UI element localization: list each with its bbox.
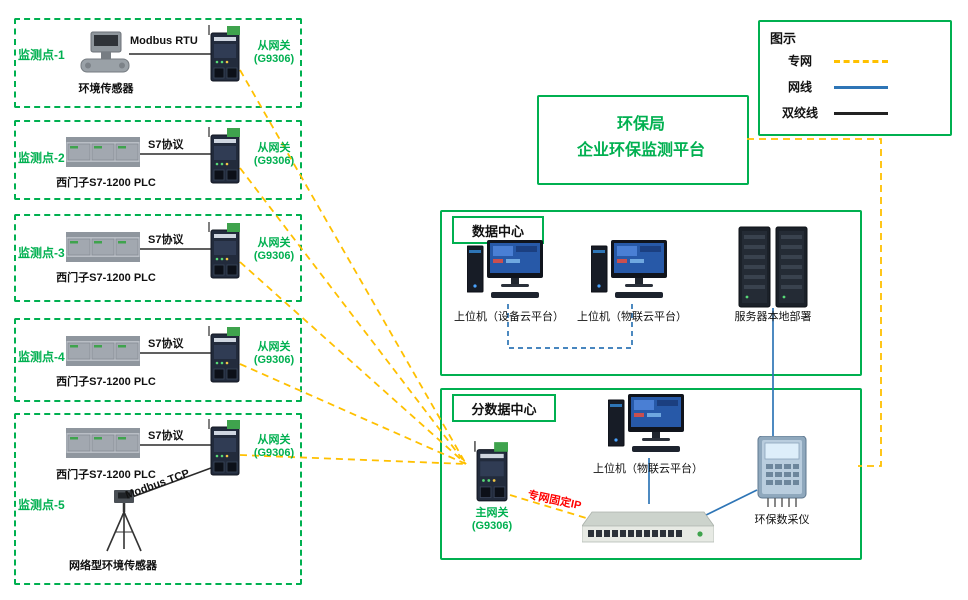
platform-title-line1: 环保局 — [616, 116, 665, 133]
mp2-name: 监测点-2 — [18, 151, 65, 165]
mp2-gateway-line1: 从网关 — [257, 142, 291, 154]
legend-item-twisted-pair-label: 双绞线 — [781, 106, 818, 120]
data-center-title: 数据中心 — [452, 216, 544, 244]
legend-box — [758, 20, 952, 136]
mp5-protocol-label: S7协议 — [148, 430, 184, 442]
mp5-gateway-label: 从网关 (G9306) — [242, 434, 306, 460]
mp3-name: 监测点-3 — [18, 246, 65, 260]
mp1-gateway-line2: (G9306) — [253, 53, 295, 65]
mp3-gateway-line2: (G9306) — [253, 250, 295, 262]
main-gateway-line2: (G9306) — [471, 520, 513, 532]
dc-node3-label: 服务器本地部署 — [734, 311, 812, 323]
mp4-gateway-label: 从网关 (G9306) — [242, 341, 306, 367]
mp4-name: 监测点-4 — [18, 350, 65, 364]
sub-data-center-box — [440, 388, 862, 560]
mp5-device2-label: 网络型环境传感器 — [69, 560, 157, 572]
legend-ethernet-line — [834, 86, 888, 89]
legend-twisted-pair-line — [834, 112, 888, 115]
mp1-device-label: 环境传感器 — [78, 83, 134, 95]
dc-node1-label: 上位机（设备云平台） — [454, 311, 564, 323]
mp5-device-label: 西门子S7-1200 PLC — [56, 469, 156, 481]
mp2-gateway-line2: (G9306) — [253, 155, 295, 167]
mp5-gateway-line2: (G9306) — [253, 447, 295, 459]
mp4-protocol-label: S7协议 — [148, 338, 184, 350]
mp4-device-label: 西门子S7-1200 PLC — [56, 376, 156, 388]
mp1-protocol-label: Modbus RTU — [130, 35, 198, 47]
mp5-name: 监测点-5 — [18, 498, 65, 512]
legend-item-ethernet-label: 网线 — [787, 80, 812, 94]
mp3-protocol-label: S7协议 — [148, 234, 184, 246]
mp2-device-label: 西门子S7-1200 PLC — [56, 177, 156, 189]
mp2-protocol-label: S7协议 — [148, 139, 184, 151]
platform-title-line2: 企业环保监测平台 — [576, 142, 705, 159]
sub-data-center-title: 分数据中心 — [452, 394, 556, 422]
collector-label: 环保数采仪 — [754, 514, 810, 526]
mp2-gateway-label: 从网关 (G9306) — [242, 142, 306, 168]
dc-node2-label: 上位机（物联云平台） — [577, 311, 687, 323]
mp4-gateway-line2: (G9306) — [253, 354, 295, 366]
mp1-gateway-label: 从网关 (G9306) — [242, 40, 306, 66]
mp3-device-label: 西门子S7-1200 PLC — [56, 272, 156, 284]
mp3-gateway-line1: 从网关 — [257, 237, 291, 249]
main-gateway-label: 主网关 (G9306) — [456, 507, 528, 533]
mp4-gateway-line1: 从网关 — [257, 341, 291, 353]
mp5-gateway-line1: 从网关 — [257, 434, 291, 446]
legend-title: 图示 — [770, 31, 797, 46]
main-gateway-line1: 主网关 — [475, 507, 509, 519]
mp1-name: 监测点-1 — [18, 48, 65, 62]
legend-private-net-line — [834, 60, 888, 63]
legend-item-private-net-label: 专网 — [787, 54, 812, 68]
sub-computer-label: 上位机（物联云平台） — [593, 463, 703, 475]
mp1-gateway-line1: 从网关 — [257, 40, 291, 52]
monitoring-point-5-box — [14, 413, 302, 585]
monitoring-point-1-box — [14, 18, 302, 108]
mp3-gateway-label: 从网关 (G9306) — [242, 237, 306, 263]
